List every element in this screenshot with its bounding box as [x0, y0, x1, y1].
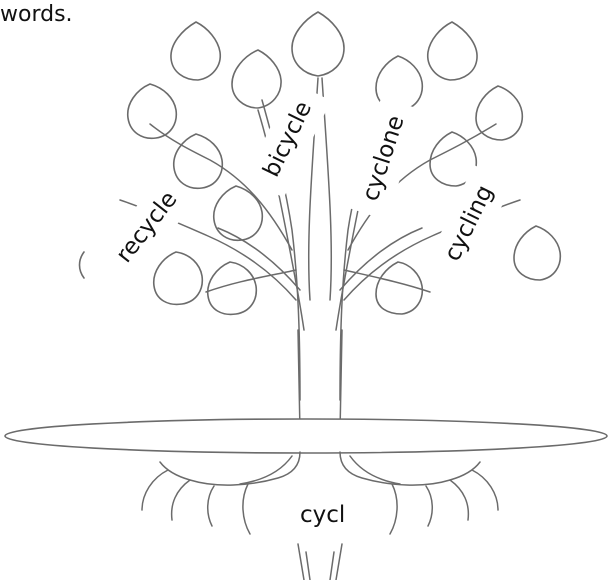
leaf [174, 134, 223, 188]
root [172, 480, 190, 520]
leaf [208, 262, 257, 314]
leaf [292, 12, 344, 76]
leaf [128, 84, 177, 138]
root [472, 470, 498, 510]
root [208, 486, 214, 526]
root [450, 480, 468, 520]
root [390, 484, 397, 534]
root [240, 456, 292, 484]
ground-line [5, 419, 607, 453]
leaf [80, 252, 85, 278]
leaf [428, 22, 477, 80]
leaf [214, 186, 263, 240]
leaves [80, 12, 561, 314]
root [243, 484, 250, 534]
root [336, 544, 342, 580]
leaf [154, 252, 203, 304]
root-word-label: cycl [288, 496, 357, 535]
root [330, 552, 334, 580]
root [350, 456, 400, 484]
leaf [232, 50, 281, 108]
root [426, 486, 432, 526]
root [306, 552, 310, 580]
root [142, 470, 168, 510]
leaf [514, 226, 560, 280]
root [298, 544, 304, 580]
leaf [171, 22, 220, 80]
